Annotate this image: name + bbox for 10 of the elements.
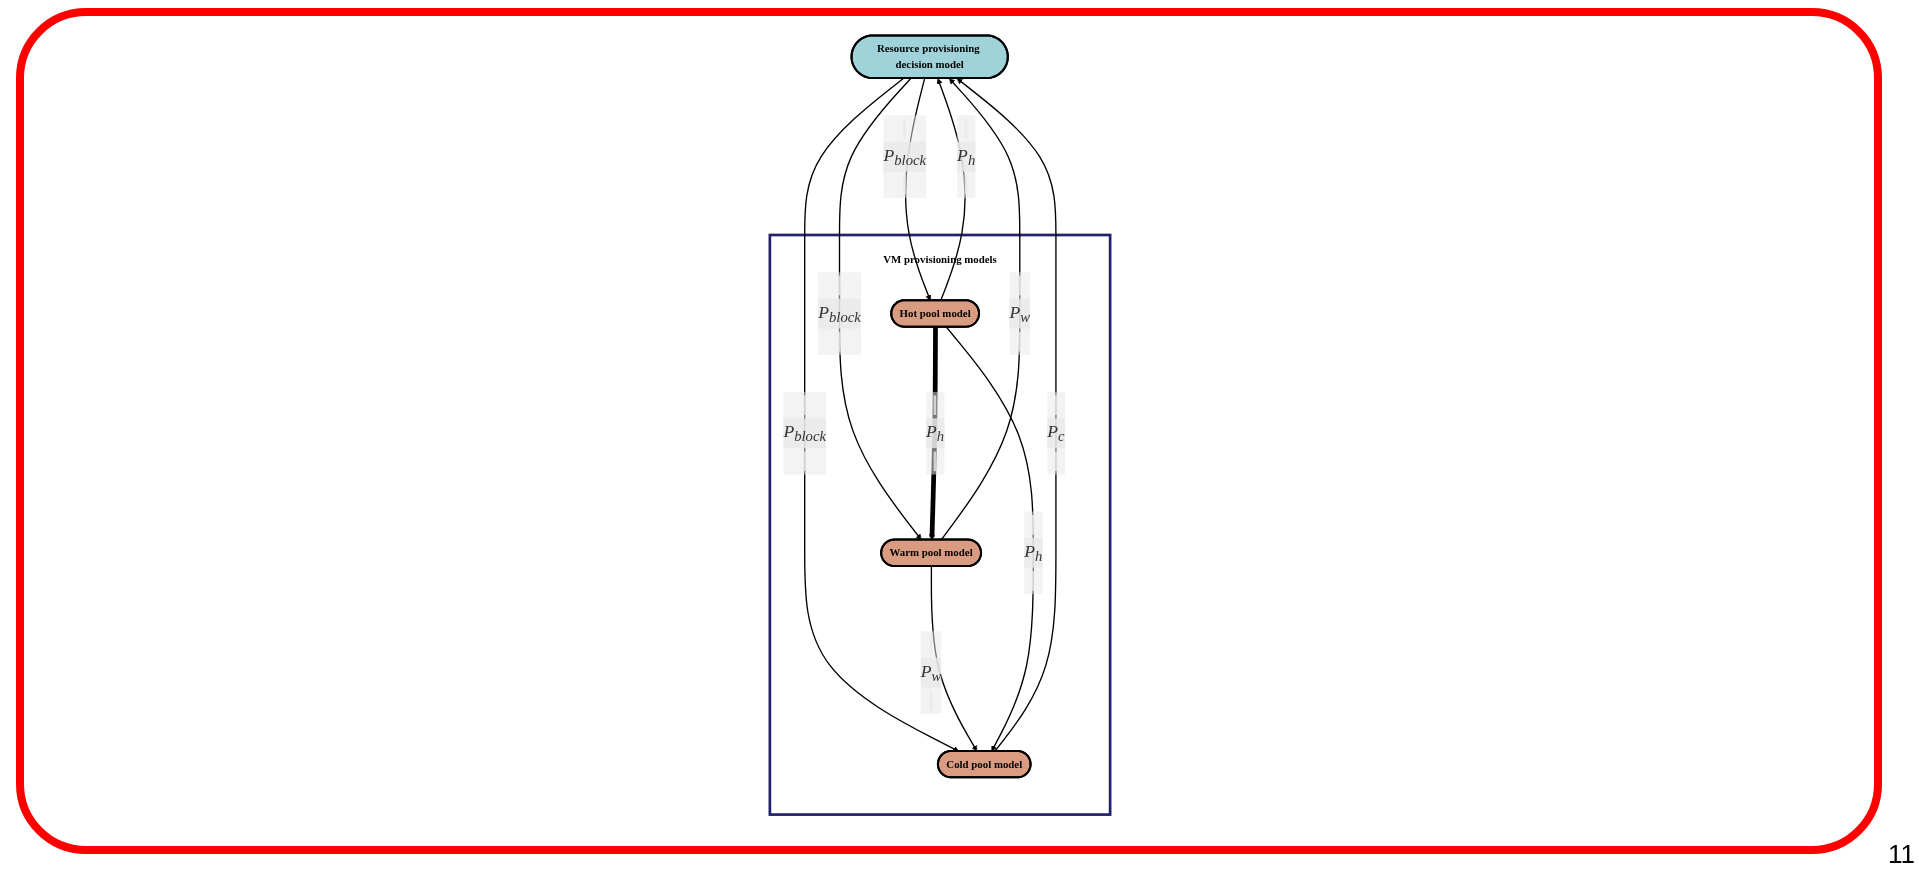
edge-label: P$_{h}$	[957, 145, 976, 169]
edge-label: P$_{block}$	[818, 302, 861, 326]
edge-label: P$_{w}$	[1009, 302, 1031, 326]
edge-label: P$_{h}$	[926, 421, 945, 445]
edge-label: P$_{w}$	[920, 661, 942, 685]
edge-label: P$_{h}$	[1024, 541, 1043, 565]
edge-label: P$_{block}$	[783, 421, 826, 445]
page-number: 11	[1888, 839, 1915, 869]
edge-label: P$_{c}$	[1047, 421, 1065, 445]
edge-label: P$_{block}$	[883, 145, 926, 169]
